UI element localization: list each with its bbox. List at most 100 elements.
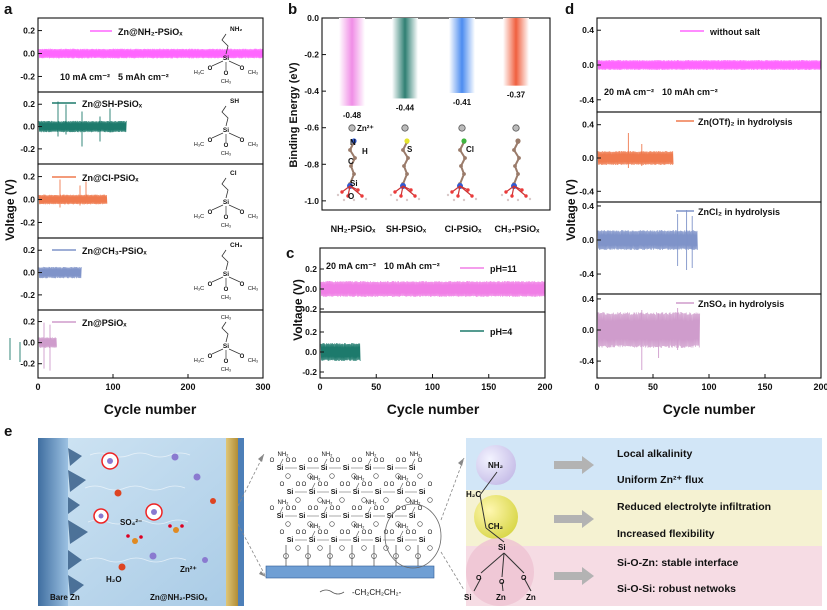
atom-label-o: O [348, 192, 354, 201]
net-si-1: Si [299, 465, 306, 472]
net-o-8-b: O [318, 482, 323, 488]
label-bare-zn: Bare Zn [50, 593, 80, 602]
ytick-label-c-1-2: 0.2 [305, 327, 317, 337]
ytick-label-a-3-0: -0.2 [20, 290, 35, 300]
net-arm-6 [411, 458, 416, 466]
o-atom-b-3-2 [510, 194, 514, 198]
ch3-a-0-1: CH₃ [248, 70, 258, 76]
mol-si-bottom: Si [464, 593, 472, 602]
panel-letter-a: a [4, 1, 13, 18]
net-o-19-a: O [380, 506, 385, 512]
ytick-label-b-5: 0.0 [307, 13, 319, 23]
net-o-23-b: O [340, 530, 345, 536]
si-label-a-3: Si [223, 271, 229, 278]
o-atom-b-1-1 [409, 188, 413, 192]
o-atom-b-3-1 [520, 188, 524, 192]
legend-d-zn-otf: Zn(OTf)₂ in hydrolysis [698, 117, 793, 127]
c-atom-b-1-1 [401, 148, 405, 152]
net-o-ring-13 [427, 497, 433, 503]
bond-a-4-1 [211, 348, 224, 355]
net-si-25: Si [375, 537, 382, 544]
c-atom-b-2-1 [458, 148, 462, 152]
panel-d-capacity: 10 mAh cm⁻² [662, 87, 718, 97]
label-coated-zn: Zn@NH₂-PSiOₓ [150, 593, 207, 602]
feature-si-o-si: Si-O-Si: robust netwoks [617, 583, 736, 595]
bar-b-2 [449, 18, 475, 93]
arrow-3 [554, 567, 594, 585]
c-atom-b-3-2 [517, 156, 521, 160]
h3c-a-4-1: H₃C [194, 358, 204, 364]
ytick-label-a-1-0: -0.2 [20, 144, 35, 154]
xtick-label-d-4: 200 [813, 382, 827, 392]
net-o-5-b: O [396, 458, 401, 464]
xtick-label-d-2: 100 [701, 382, 716, 392]
net-o-21-b: O [296, 530, 301, 536]
net-o-20-b: O [418, 506, 423, 512]
trace-d-0 [597, 59, 822, 71]
panel-d: d Voltage (V) Cycle number -0.40.00.4-0.… [564, 1, 827, 417]
net-o-2-b: O [330, 458, 335, 464]
legend-d-znso4: ZnSO₄ in hydrolysis [698, 299, 784, 309]
o-a-2-2: O [240, 210, 245, 216]
legend-a-sh: Zn@SH-PSiOₓ [82, 99, 143, 109]
h-atom-b-2-0 [446, 193, 450, 197]
ch2-highlight [474, 495, 518, 539]
net-o-ring-7 [295, 497, 301, 503]
ytick-label-d-2-2: 0.4 [582, 201, 594, 211]
head-atom-b-0 [351, 138, 357, 144]
net-nh2-8: NH₂ [310, 476, 322, 482]
zn-substrate [265, 565, 435, 579]
sulfate-ions [126, 524, 184, 544]
zn-ions [149, 453, 208, 563]
net-anchor-o-3 [349, 553, 355, 559]
net-o-16-a: O [314, 506, 319, 512]
label-chain: -CH₂CH₂CH₂- [352, 588, 402, 597]
h-atom-b-3-0 [500, 193, 504, 197]
ytick-label-d-3-0: -0.4 [579, 356, 594, 366]
ytick-label-b-0: -1.0 [304, 196, 319, 206]
h3c-a-3-1: H₃C [194, 286, 204, 292]
o-atom-b-1-2 [399, 194, 403, 198]
group-a-2: Cl [230, 170, 237, 177]
net-o-11-b: O [384, 482, 389, 488]
ytick-label-b-3: -0.4 [304, 86, 319, 96]
panel-c-xlabel: Cycle number [387, 401, 480, 417]
feature-si-o-zn: Si-O-Zn: stable interface [617, 557, 739, 569]
net-nh2-26: NH₂ [398, 524, 410, 530]
ytick-label-d-0-0: -0.4 [579, 95, 594, 105]
xtick-label-c-0: 0 [317, 382, 322, 392]
c-atom-b-0-4 [352, 172, 356, 176]
net-si-11: Si [375, 489, 382, 496]
ytick-label-d-3-1: 0.0 [582, 325, 594, 335]
o-atom-b-2-3 [470, 194, 474, 198]
panel-d-traces [597, 59, 822, 370]
ytick-label-a-2-1: 0.0 [23, 195, 35, 205]
ytick-label-b-1: -0.8 [304, 159, 319, 169]
net-o-ring-20 [417, 521, 423, 527]
net-o-1-a: O [292, 458, 297, 464]
panel-c-capacity: 10 mAh cm⁻² [384, 261, 440, 271]
net-o-0-a: O [270, 458, 275, 464]
ytick-label-d-3-2: 0.4 [582, 294, 594, 304]
bar-label-b-0: -0.48 [343, 111, 362, 120]
o-a-1-3: O [224, 143, 229, 149]
bar-label-b-3: -0.37 [507, 91, 526, 100]
legend-c-ph4: pH=4 [490, 327, 512, 337]
head-atom-b-2 [461, 138, 467, 144]
net-si-16: Si [321, 513, 328, 520]
h-atom-b-2-2 [452, 198, 456, 202]
ytick-label-a-2-2: 0.2 [23, 172, 35, 182]
legend-d-zncl2: ZnCl₂ in hydrolysis [698, 207, 780, 217]
nh2-highlight [476, 445, 516, 485]
net-o-ring-11 [383, 497, 389, 503]
arrow-2 [554, 510, 594, 528]
o-a-3-2: O [240, 282, 245, 288]
ob-b-2-3 [459, 185, 473, 197]
atom-label-cl: Cl [466, 145, 474, 154]
o-atom-b-0-2 [346, 194, 350, 198]
net-o-ring-18 [373, 521, 379, 527]
c-atom-b-2-3 [459, 164, 463, 168]
